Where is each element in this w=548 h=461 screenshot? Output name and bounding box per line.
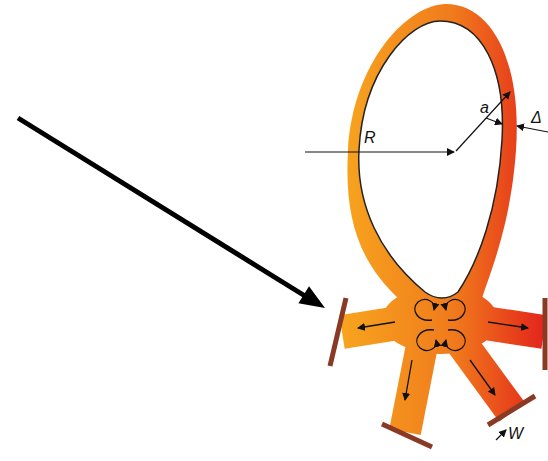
scrape-off-layer: [347, 4, 516, 298]
major-radius-label: R: [364, 130, 376, 146]
pointer-arrow: [18, 118, 305, 296]
plasma-core: [359, 21, 503, 298]
separatrix: [359, 21, 503, 298]
divertor-plates: [330, 298, 545, 447]
pointer-arrowhead: [298, 286, 325, 308]
dimension-lines: [305, 92, 548, 440]
flow-arrows: [358, 322, 528, 400]
layer-width-label: Δ: [531, 110, 542, 126]
minor-radius-label: a: [480, 100, 489, 116]
convective-cells: [415, 300, 465, 351]
leg-width-label: W: [508, 426, 523, 442]
